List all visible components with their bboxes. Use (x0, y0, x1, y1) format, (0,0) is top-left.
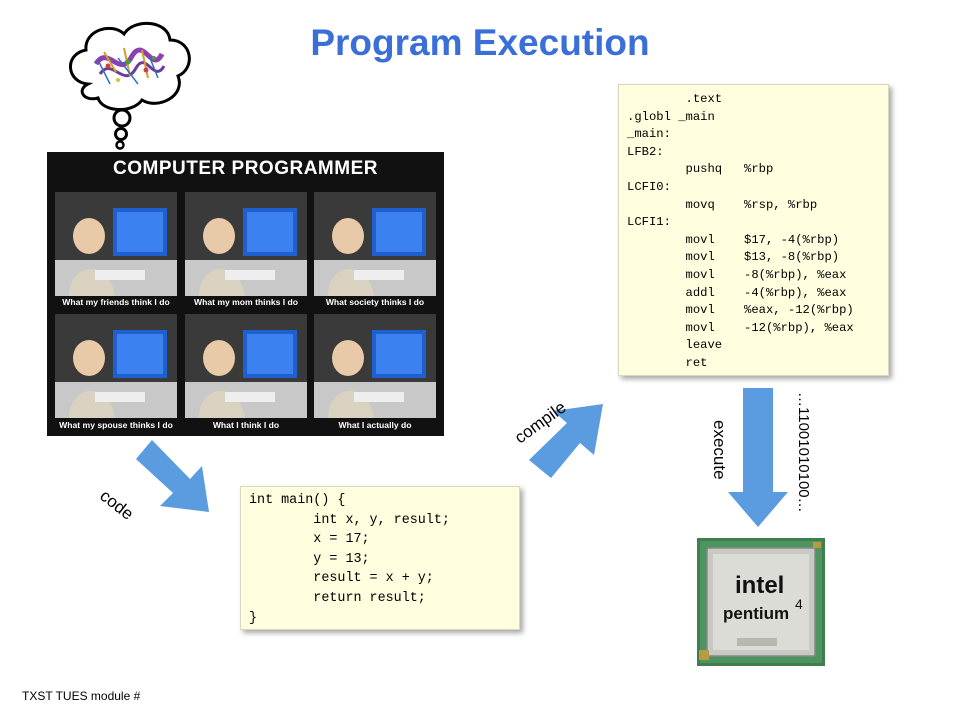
execute-arrow (728, 388, 788, 527)
cpu-chip-image: intel pentium 4 (697, 538, 825, 666)
meme-panel (185, 192, 307, 296)
asm-line: movl %eax, -12(%rbp) (627, 303, 854, 318)
execute-label: execute (710, 420, 729, 480)
asm-line: pushq %rbp (627, 162, 774, 177)
code-line: return result; (249, 590, 426, 606)
asm-line: movl -8(%rbp), %eax (627, 267, 847, 282)
binary-label: …11001010100… (795, 392, 812, 513)
code-line: x = 17; (249, 532, 370, 548)
intel-logo: intel (735, 572, 785, 599)
meme-panel (185, 314, 307, 418)
meme-caption: What my spouse thinks I do (59, 420, 173, 430)
asm-line: movl -12(%rbp), %eax (627, 320, 854, 335)
asm-line: movl $17, -4(%rbp) (627, 232, 840, 247)
code-line: int x, y, result; (249, 512, 450, 528)
slide-title: Program Execution (310, 22, 650, 63)
meme-caption: What I actually do (338, 420, 412, 430)
meme-panel (314, 314, 436, 418)
meme-panel (314, 192, 436, 296)
asm-line: LCFI1: (627, 215, 671, 230)
asm-line: ret (627, 355, 708, 370)
meme-caption: What my mom thinks I do (193, 297, 299, 307)
footer-text: TXST TUES module # (22, 689, 141, 703)
asm-line: .text (627, 92, 723, 106)
source-code-box: int main() { int x, y, result; x = 17; y… (240, 486, 520, 630)
meme-caption: What I think I do (212, 420, 280, 430)
molecule-icon (93, 47, 166, 85)
code-line: y = 13; (249, 551, 370, 567)
meme-title: COMPUTER PROGRAMMER (113, 158, 378, 179)
meme-panel (55, 314, 177, 418)
code-line: result = x + y; (249, 571, 434, 587)
thought-bubble (69, 21, 191, 150)
code-arrow (136, 440, 209, 512)
asm-line: movq %rsp, %rbp (627, 197, 818, 212)
pentium-label: pentium (723, 604, 790, 623)
code-line: int main() { (249, 493, 346, 508)
compile-arrow (529, 404, 603, 478)
asm-line: movl $13, -8(%rbp) (627, 250, 840, 265)
asm-line: addl -4(%rbp), %eax (627, 285, 847, 300)
code-line: } (249, 610, 258, 626)
pentium-version: 4 (795, 596, 803, 612)
meme-caption: What my friends think I do (62, 297, 170, 307)
asm-line: _main: (627, 127, 671, 142)
asm-line: .globl _main (627, 109, 715, 124)
asm-line: LFB2: (627, 144, 664, 159)
asm-line: leave (627, 338, 723, 353)
programmer-meme-image: COMPUTER PROGRAMMER What my friends thin… (47, 152, 444, 436)
meme-panel (55, 192, 177, 296)
meme-caption: What society thinks I do (325, 297, 425, 307)
assembly-code-box: .text .globl _main _main: LFB2: pushq %r… (618, 84, 889, 376)
asm-line: LCFI0: (627, 179, 671, 194)
